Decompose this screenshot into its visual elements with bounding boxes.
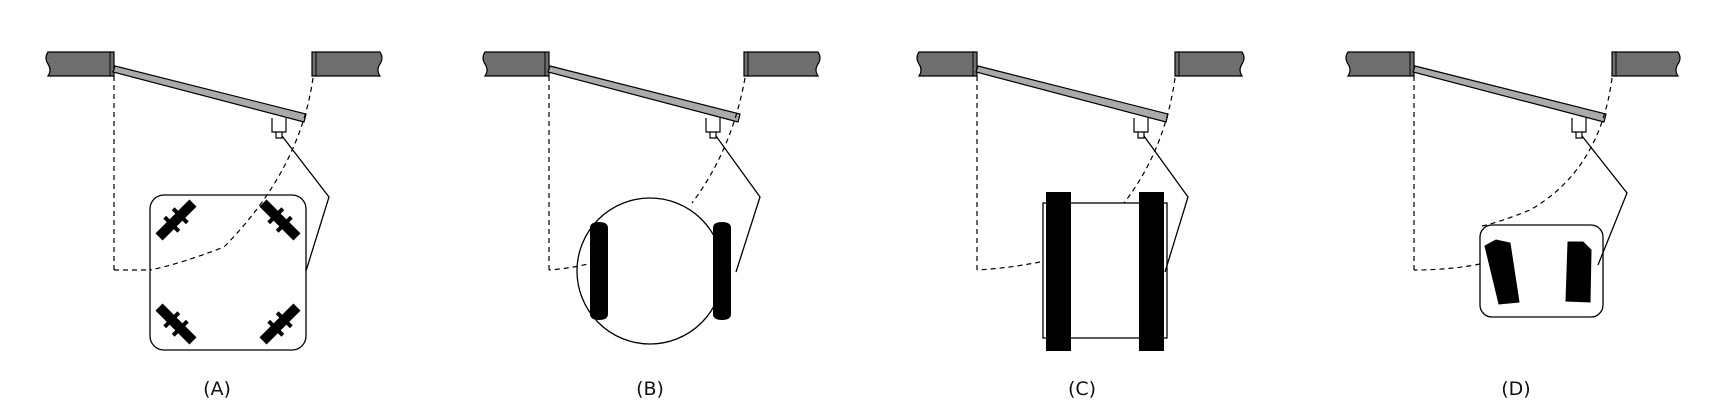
omni-wheel [155,303,197,345]
manipulator-arm [715,135,761,273]
left-wall [1345,51,1415,77]
right-wall [1174,51,1245,77]
omni-wheel [259,303,301,345]
panel-c: (C) [916,51,1245,400]
robot-body [1042,202,1168,339]
right-wall [743,51,821,77]
swing-arc-dashed [548,261,596,271]
door-panel [112,65,307,123]
drive-wheel [713,222,731,320]
track [1046,192,1071,351]
door-handle [271,118,287,139]
left-wall [482,51,550,77]
right-wall [311,51,383,77]
swing-arc-dashed [1123,77,1176,204]
omni-wheel [155,199,197,241]
door-handle [705,118,721,139]
track [1139,192,1164,351]
panel-d: (D) [1345,51,1681,400]
steered-wheel [1565,241,1592,303]
omni-wheel [259,199,301,241]
manipulator-arm [1143,135,1189,273]
right-wall [1611,51,1681,77]
panel-label: (B) [636,378,664,400]
panel-b: (B) [482,51,821,400]
swing-arc-dashed [149,77,314,271]
panel-a: (A) [45,51,383,400]
panel-label: (C) [1068,378,1096,400]
steered-wheel [1484,239,1520,305]
door-panel [975,65,1169,123]
swing-arc-dashed [976,261,1041,271]
panel-label: (D) [1501,378,1530,400]
panel-label: (A) [203,378,231,400]
door-handle [1133,118,1149,139]
robot-body [149,194,307,351]
robot-body [1479,224,1604,318]
door-panel [547,65,741,123]
manipulator-arm [281,135,330,272]
door-handle [1571,118,1587,139]
manipulator-arm [1581,135,1628,266]
left-wall [916,51,978,77]
door-panel [1412,65,1607,123]
drive-wheel [590,222,608,320]
swing-arc-dashed [1413,263,1481,271]
left-wall [45,51,115,77]
